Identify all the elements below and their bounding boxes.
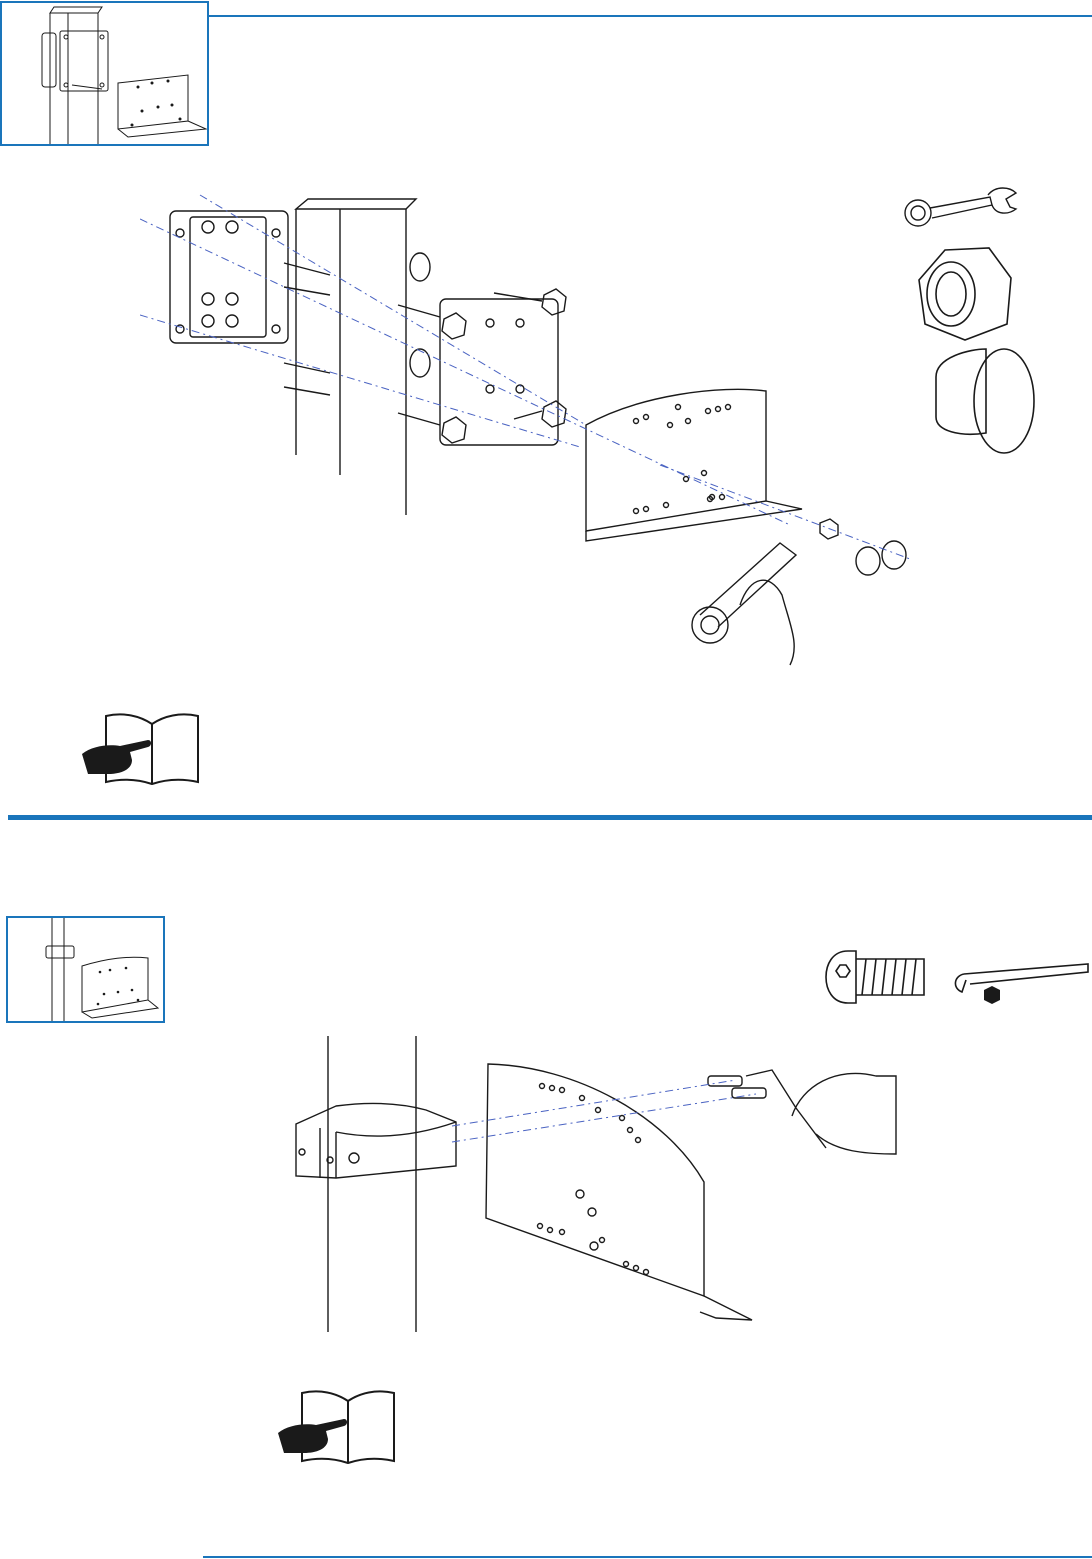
manual-book-pointing-hand-icon [276,1387,398,1465]
manual-book-pointing-hand-icon [80,710,202,786]
lock-nut-icon [915,244,1015,344]
square-post-bracket-thumbnail [0,1,209,146]
ring-spanner-icon [900,183,1020,233]
round-pole-bracket-thumbnail [6,916,165,1023]
bottom-rule [203,1556,1092,1558]
top-rule [208,15,1092,17]
end-cap-icon [930,347,1040,459]
section-divider [8,815,1092,820]
round-pole-clamp-mount-illustration [276,1036,906,1336]
square-post-clamp-mount-illustration [140,175,920,675]
hex-key-icon [948,958,1092,1010]
button-head-screw-icon [822,947,930,1007]
